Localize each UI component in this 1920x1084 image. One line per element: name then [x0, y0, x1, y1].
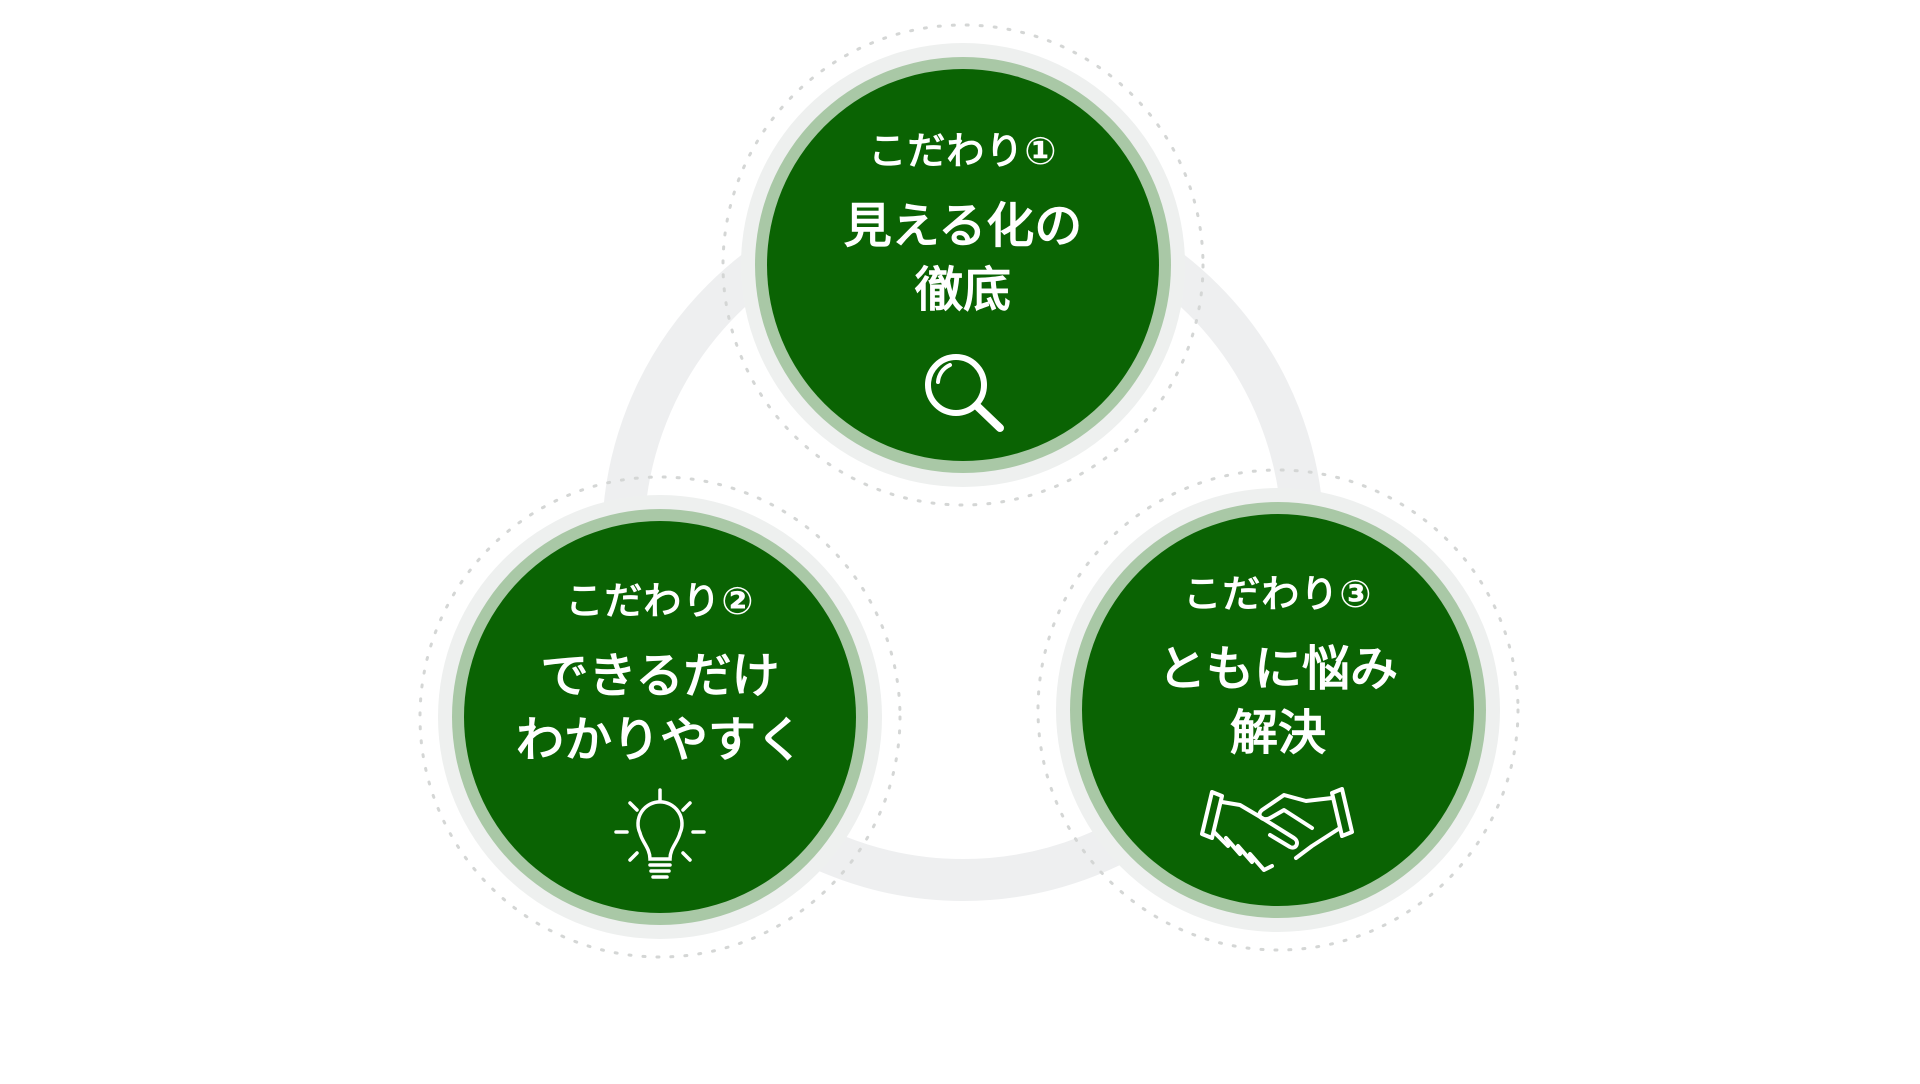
dotted-halo-1 — [721, 23, 1205, 507]
circle-1-label: こだわり① — [868, 129, 1058, 173]
circle-2-title-line-2: わかりやすく — [515, 712, 804, 768]
circle-1-text: こだわり① 見える化の 徹底 — [753, 128, 1173, 322]
circle-2-title-line-1: できるだけ — [540, 648, 780, 704]
circle-3-title: ともに悩み 解決 — [1068, 637, 1488, 765]
circle-3-title-line-2: 解決 — [1229, 705, 1326, 761]
lightbulb-icon — [614, 788, 706, 879]
circle-1-title: 見える化の 徹底 — [753, 194, 1173, 322]
circle-1-title-line-2: 徹底 — [914, 262, 1011, 318]
circle-2 — [438, 495, 882, 939]
magnifier-icon — [925, 354, 1004, 432]
circle-2-label: こだわり② — [565, 579, 755, 623]
dotted-halo-2 — [418, 475, 902, 959]
circle-3 — [1056, 488, 1500, 932]
dotted-halo-3 — [1036, 468, 1520, 952]
circle-3-text: こだわり③ ともに悩み 解決 — [1068, 571, 1488, 765]
circle-3-label: こだわり③ — [1183, 572, 1373, 616]
handshake-icon — [1200, 787, 1354, 872]
circle-2-title: できるだけ わかりやすく — [450, 644, 870, 772]
circle-3-title-line-1: ともに悩み — [1157, 641, 1398, 697]
circle-2-text: こだわり② できるだけ わかりやすく — [450, 578, 870, 772]
circle-1-title-line-1: 見える化の — [843, 198, 1083, 254]
circle-1 — [741, 43, 1185, 487]
